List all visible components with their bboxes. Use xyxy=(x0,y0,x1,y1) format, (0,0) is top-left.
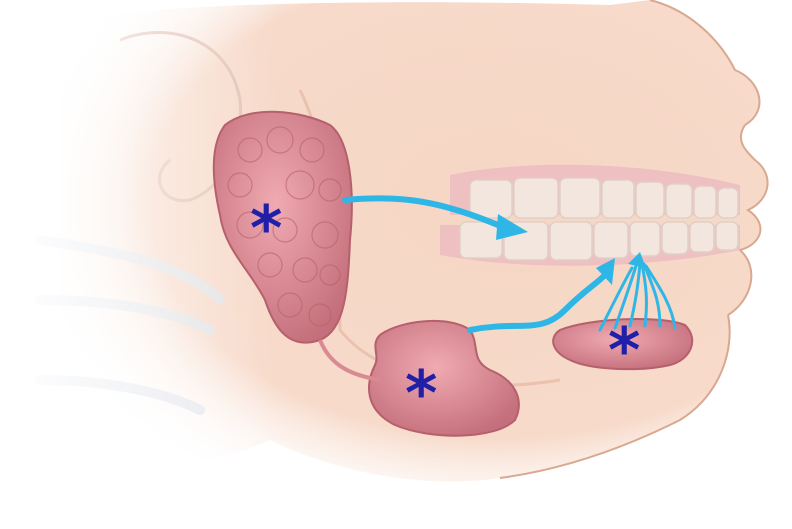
marker-sublingual: * xyxy=(608,320,640,382)
marker-parotid: * xyxy=(250,198,282,260)
marker-submandibular: * xyxy=(405,363,437,425)
